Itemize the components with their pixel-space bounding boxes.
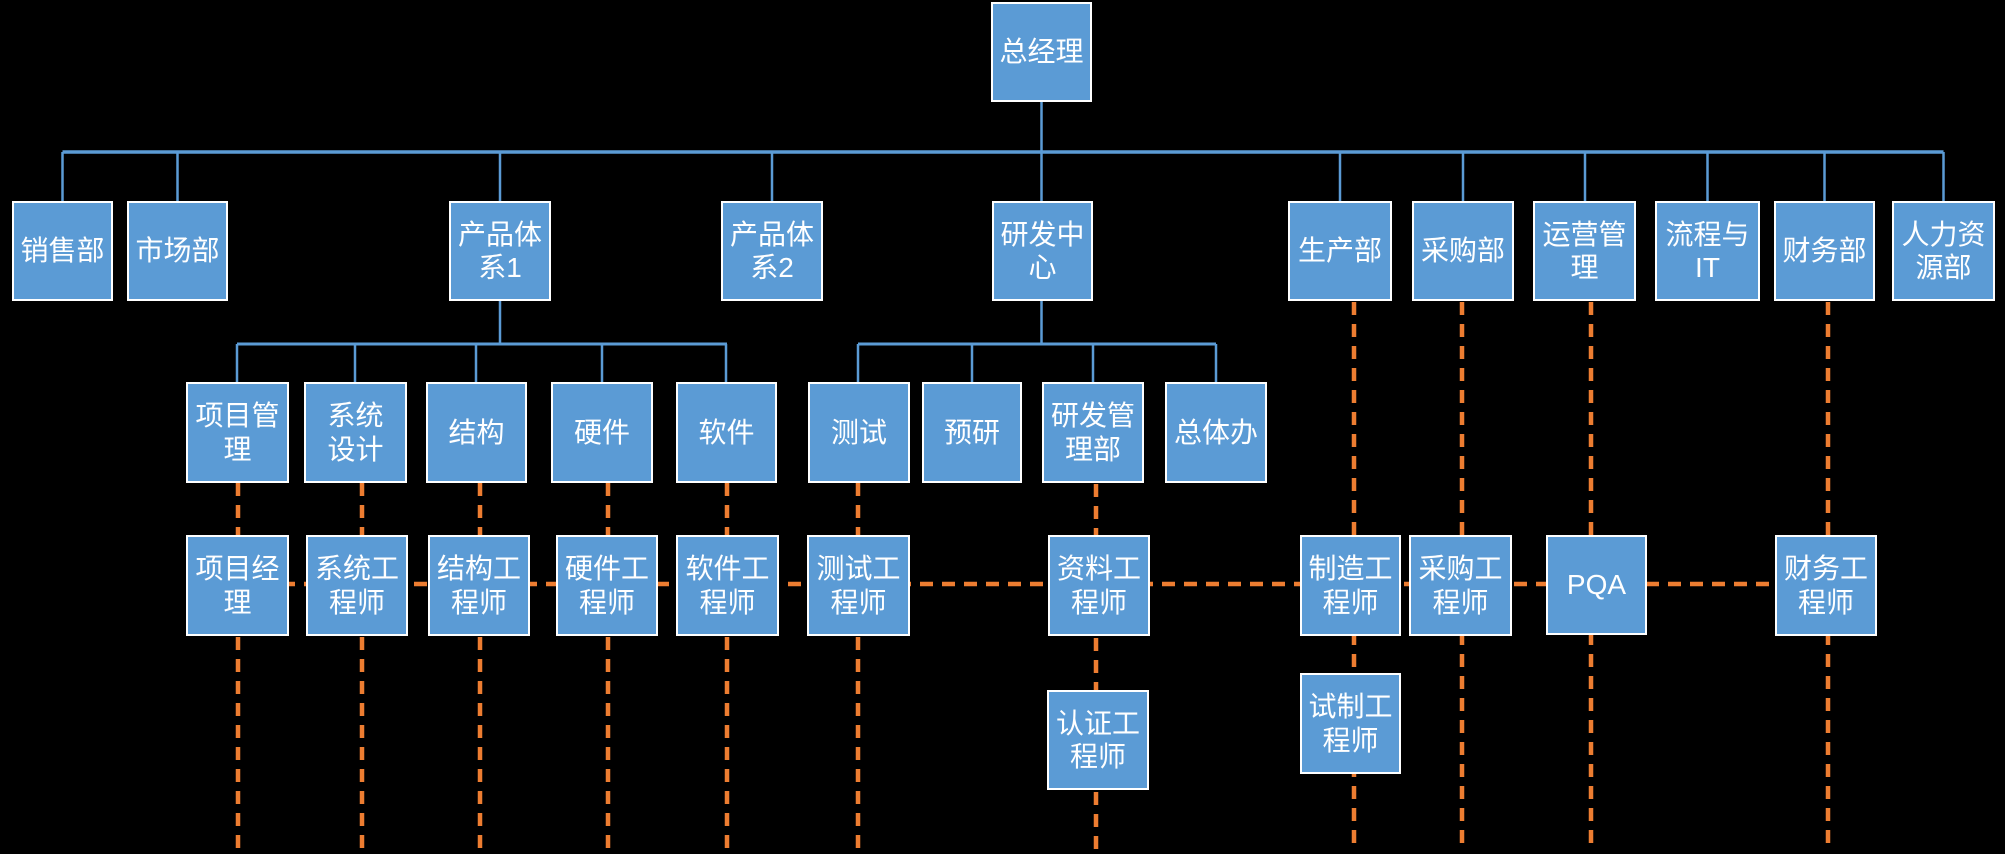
org-node-process-and-it[interactable]: 流程与 IT: [1655, 201, 1760, 301]
org-node-structure-engineer[interactable]: 结构工 程师: [428, 535, 530, 636]
org-node-general-manager[interactable]: 总经理: [991, 2, 1092, 102]
org-node-software[interactable]: 软件: [676, 382, 777, 483]
org-node-product-system-1[interactable]: 产品体 系1: [449, 201, 551, 301]
org-node-purchasing-engineer[interactable]: 采购工 程师: [1409, 535, 1512, 636]
org-node-system-design[interactable]: 系统 设计: [304, 382, 407, 483]
org-node-product-system-2[interactable]: 产品体 系2: [721, 201, 823, 301]
org-node-documentation-engineer[interactable]: 资料工 程师: [1048, 535, 1150, 636]
org-node-pqa[interactable]: PQA: [1546, 535, 1647, 635]
org-node-system-engineer[interactable]: 系统工 程师: [306, 535, 408, 636]
org-node-test-engineer[interactable]: 测试工 程师: [807, 535, 910, 636]
org-node-hardware[interactable]: 硬件: [551, 382, 653, 483]
org-node-hardware-engineer[interactable]: 硬件工 程师: [556, 535, 658, 636]
org-node-pre-research[interactable]: 预研: [922, 382, 1022, 483]
org-node-manufacturing-engineer[interactable]: 制造工 程师: [1300, 535, 1401, 636]
org-node-finance-engineer[interactable]: 财务工 程师: [1775, 535, 1877, 636]
org-node-project-manager[interactable]: 项目经 理: [186, 535, 289, 636]
org-node-rd-mgmt-dept[interactable]: 研发管 理部: [1042, 382, 1144, 483]
org-node-certification-engineer[interactable]: 认证工 程师: [1047, 690, 1149, 790]
org-node-structure[interactable]: 结构: [426, 382, 527, 483]
org-node-finance-dept[interactable]: 财务部: [1774, 201, 1875, 301]
org-node-software-engineer[interactable]: 软件工 程师: [676, 535, 779, 636]
org-node-production-dept[interactable]: 生产部: [1288, 201, 1392, 301]
org-node-operations-mgmt[interactable]: 运营管 理: [1533, 201, 1636, 301]
org-node-project-mgmt[interactable]: 项目管 理: [186, 382, 289, 483]
org-node-testing[interactable]: 测试: [808, 382, 910, 483]
org-node-pilot-engineer[interactable]: 试制工 程师: [1300, 673, 1401, 774]
org-node-marketing-dept[interactable]: 市场部: [127, 201, 228, 301]
org-node-hr-dept[interactable]: 人力资 源部: [1892, 201, 1995, 301]
org-node-purchasing-dept[interactable]: 采购部: [1412, 201, 1514, 301]
org-node-rd-center[interactable]: 研发中 心: [992, 201, 1093, 301]
org-node-general-office[interactable]: 总体办: [1165, 382, 1267, 483]
org-node-sales-dept[interactable]: 销售部: [12, 201, 113, 301]
